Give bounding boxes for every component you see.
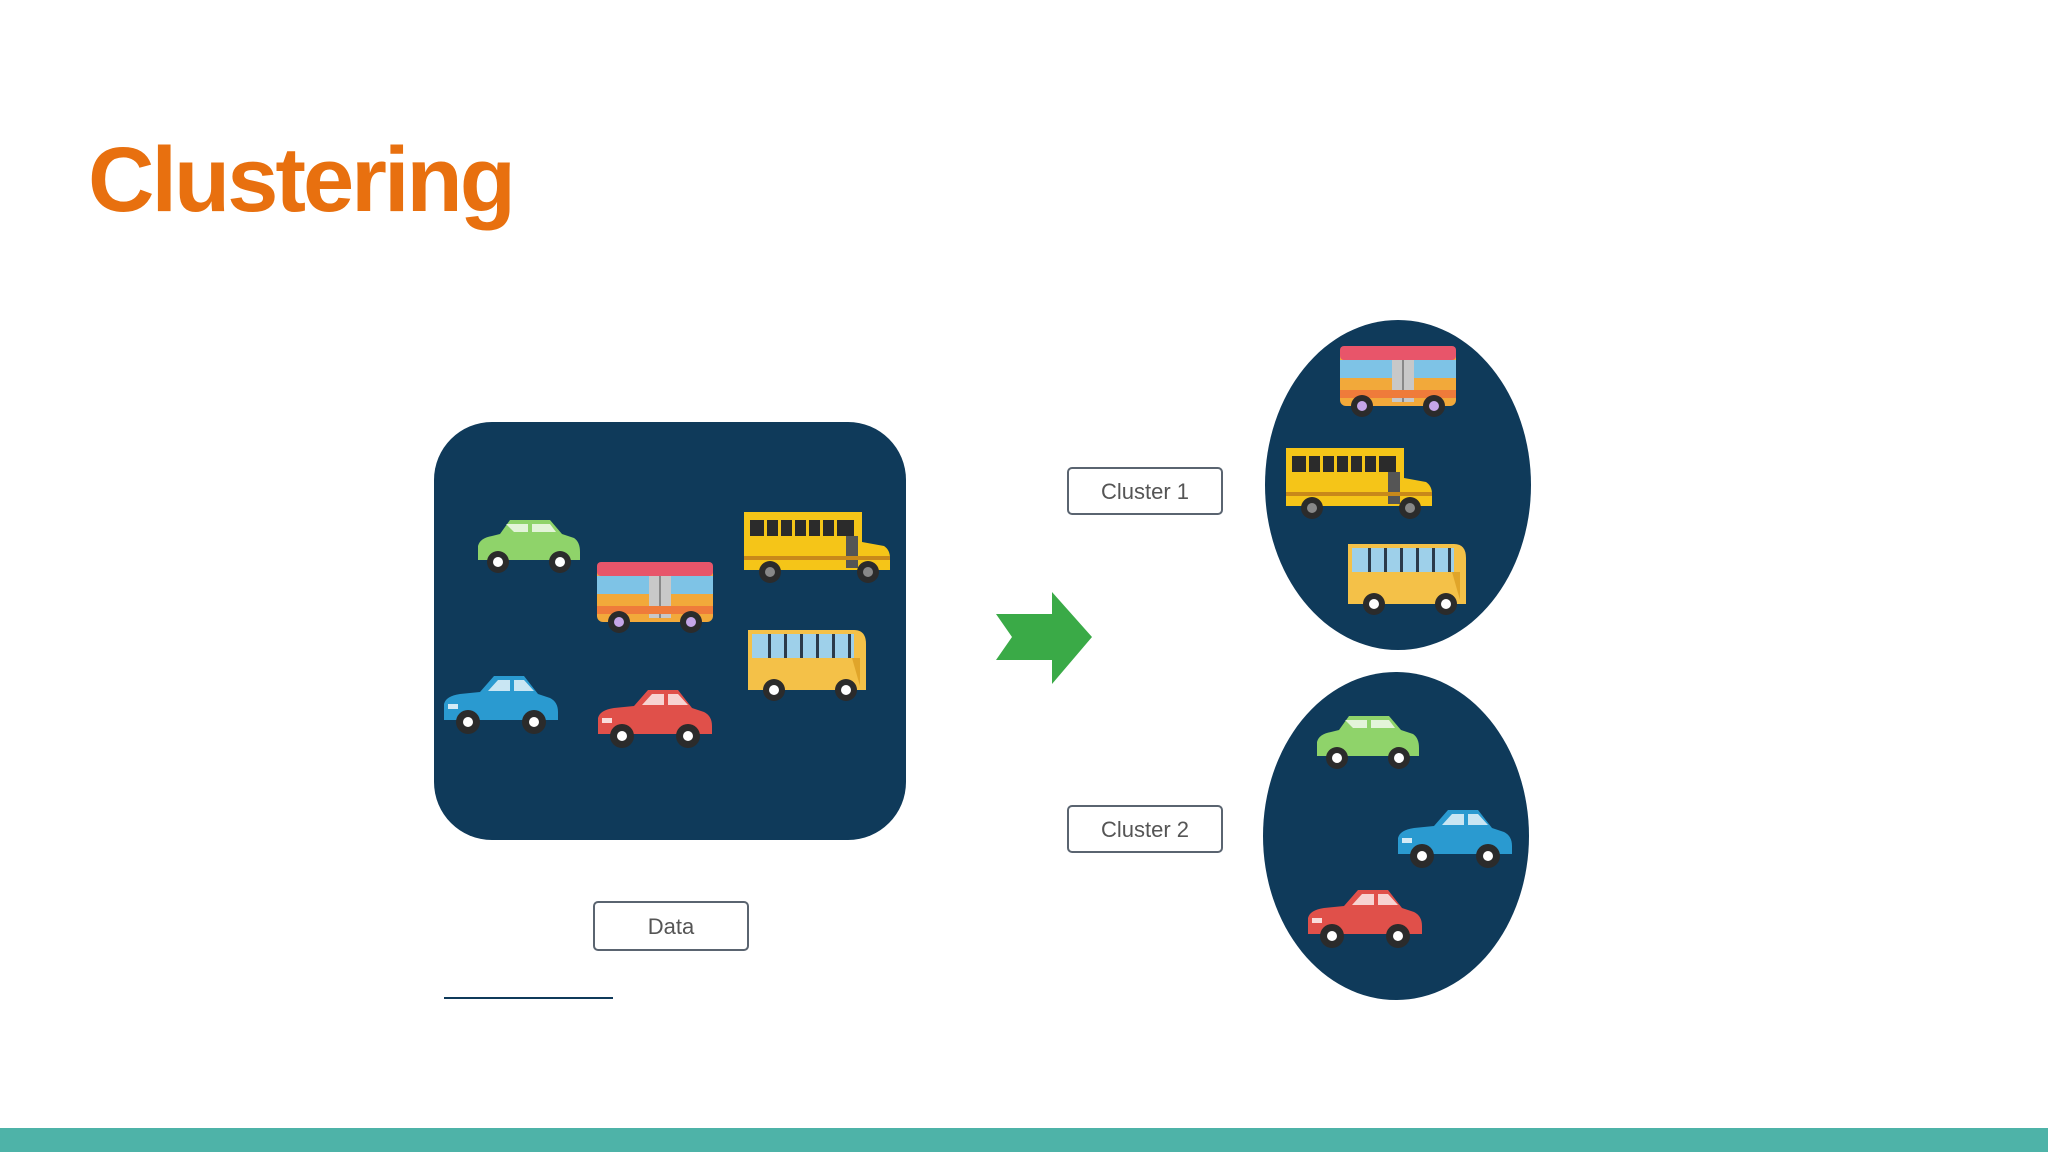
slide-title: Clustering xyxy=(88,129,516,231)
data-label-box xyxy=(593,901,749,951)
cluster1-label-box xyxy=(1067,467,1223,515)
accent-bar xyxy=(0,1128,2048,1152)
arrow-right-icon xyxy=(996,592,1092,684)
data-label: Data xyxy=(648,914,695,939)
cluster2-label-box xyxy=(1067,805,1223,853)
cluster2-label: Cluster 2 xyxy=(1101,817,1189,842)
cluster1-label: Cluster 1 xyxy=(1101,479,1189,504)
